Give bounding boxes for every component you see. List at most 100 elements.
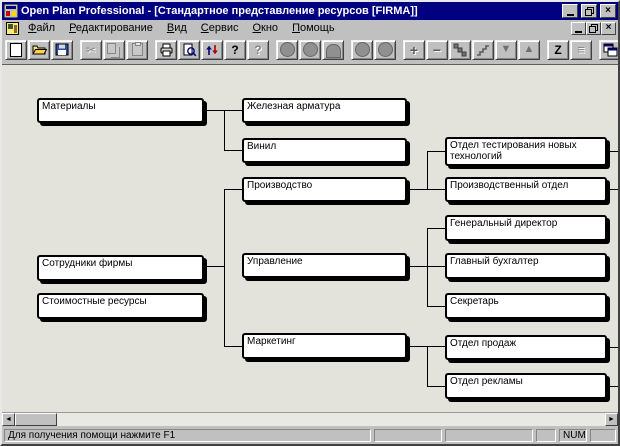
scroll-right-button[interactable]: ► bbox=[605, 413, 618, 426]
node-company-employees[interactable]: Сотрудники фирмы bbox=[37, 255, 204, 281]
list-icon: ≡ bbox=[577, 42, 585, 57]
node-vinyl[interactable]: Винил bbox=[242, 138, 407, 163]
paste-clipboard-icon bbox=[131, 42, 143, 56]
connector-line bbox=[427, 386, 445, 387]
menu-file[interactable]: Файл bbox=[28, 22, 56, 34]
cut-button[interactable]: ✂ bbox=[80, 39, 102, 60]
window-cascade-button[interactable] bbox=[599, 39, 618, 60]
node-production-department[interactable]: Производственный отдел bbox=[445, 177, 607, 202]
child-minimize-button[interactable] bbox=[571, 21, 586, 35]
app-icon bbox=[4, 4, 18, 18]
connector-line bbox=[407, 266, 427, 267]
new-document-icon bbox=[10, 42, 22, 57]
z-order-button[interactable]: Z bbox=[547, 39, 569, 60]
node-label: Стоимостные ресурсы bbox=[42, 296, 147, 307]
menu-help[interactable]: Помощь bbox=[292, 22, 335, 34]
link-nodes-button[interactable] bbox=[449, 39, 471, 60]
node-label: Производственный отдел bbox=[450, 180, 569, 191]
connector-line bbox=[224, 346, 242, 347]
scrollbar-thumb[interactable] bbox=[15, 413, 57, 426]
new-button[interactable] bbox=[5, 39, 27, 60]
paste-button[interactable] bbox=[126, 39, 148, 60]
restore-button[interactable] bbox=[581, 4, 597, 18]
connector-line bbox=[224, 150, 242, 151]
node-testing-department[interactable]: Отдел тестирования новых технологий bbox=[445, 137, 607, 166]
child-close-button[interactable]: × bbox=[601, 21, 616, 35]
collapse-button[interactable]: − bbox=[426, 39, 448, 60]
close-button[interactable]: × bbox=[600, 4, 616, 18]
menu-bar: Файл Редактирование Вид Сервис Окно Помо… bbox=[2, 20, 618, 36]
node-general-director[interactable]: Генеральный директор bbox=[445, 215, 607, 241]
node-materials[interactable]: Материалы bbox=[37, 98, 204, 123]
node-advertising-department[interactable]: Отдел рекламы bbox=[445, 373, 607, 399]
arrow-up-icon: ▲ bbox=[523, 43, 535, 55]
scroll-left-button[interactable]: ◄ bbox=[2, 413, 15, 426]
node-label: Железная арматура bbox=[247, 101, 341, 112]
minimize-button[interactable] bbox=[562, 4, 578, 18]
menu-view[interactable]: Вид bbox=[166, 22, 187, 34]
exchange-button[interactable] bbox=[201, 39, 223, 60]
document-icon bbox=[6, 21, 19, 35]
connector-line bbox=[224, 110, 225, 151]
expand-button[interactable]: + bbox=[403, 39, 425, 60]
connector-line bbox=[204, 110, 242, 111]
help-button[interactable]: ? bbox=[224, 39, 246, 60]
minimize-icon bbox=[566, 13, 574, 16]
connector-line bbox=[427, 151, 445, 152]
scrollbar-track[interactable] bbox=[57, 413, 605, 426]
context-help-icon: ? bbox=[254, 42, 262, 57]
connector-line bbox=[427, 266, 445, 267]
connector-line bbox=[224, 189, 242, 190]
resource-circle-b-button[interactable] bbox=[299, 39, 321, 60]
node-chief-accountant[interactable]: Главный бухгалтер bbox=[445, 253, 607, 279]
help-question-icon: ? bbox=[231, 42, 239, 57]
resource-circle-d-button[interactable] bbox=[374, 39, 396, 60]
circle-icon bbox=[354, 42, 370, 57]
scroll-left-icon: ◄ bbox=[5, 415, 12, 423]
restore-icon bbox=[584, 6, 594, 16]
resource-arch-button[interactable] bbox=[322, 39, 344, 60]
node-label: Секретарь bbox=[450, 296, 499, 307]
menu-edit[interactable]: Редактирование bbox=[69, 22, 153, 34]
connector-line bbox=[427, 346, 445, 347]
horizontal-scrollbar[interactable]: ◄ ► bbox=[2, 412, 618, 426]
node-cost-resources[interactable]: Стоимостные ресурсы bbox=[37, 293, 204, 319]
menu-tools[interactable]: Сервис bbox=[200, 22, 239, 34]
node-label: Отдел продаж bbox=[450, 338, 517, 349]
node-label: Производство bbox=[247, 180, 313, 191]
resource-circle-a-button[interactable] bbox=[276, 39, 298, 60]
copy-button[interactable] bbox=[103, 39, 125, 60]
node-label: Винил bbox=[247, 141, 277, 152]
steps-button[interactable] bbox=[472, 39, 494, 60]
menu-window[interactable]: Окно bbox=[252, 22, 279, 34]
node-secretary[interactable]: Секретарь bbox=[445, 293, 607, 319]
connector-line bbox=[427, 151, 428, 190]
circle-pattern-icon bbox=[302, 42, 318, 57]
list-view-button[interactable]: ≡ bbox=[570, 39, 592, 60]
arrow-down-icon: ▼ bbox=[500, 43, 512, 55]
move-down-button[interactable]: ▼ bbox=[495, 39, 517, 60]
status-num-lock: NUM bbox=[559, 428, 587, 442]
node-marketing[interactable]: Маркетинг bbox=[242, 333, 407, 359]
move-up-button[interactable]: ▲ bbox=[518, 39, 540, 60]
node-production[interactable]: Производство bbox=[242, 177, 407, 202]
print-button[interactable] bbox=[155, 39, 177, 60]
context-help-button[interactable]: ? bbox=[247, 39, 269, 60]
status-panel-empty bbox=[536, 428, 556, 442]
connector-stub-offscreen bbox=[607, 151, 618, 152]
print-preview-button[interactable] bbox=[178, 39, 200, 60]
open-folder-icon bbox=[31, 45, 47, 55]
node-sales-department[interactable]: Отдел продаж bbox=[445, 335, 607, 360]
arch-icon bbox=[325, 43, 341, 58]
node-iron-fittings[interactable]: Железная арматура bbox=[242, 98, 407, 123]
connector-line bbox=[407, 346, 427, 347]
circle-icon bbox=[377, 42, 393, 57]
node-label: Главный бухгалтер bbox=[450, 256, 539, 267]
child-restore-button[interactable] bbox=[586, 21, 601, 35]
save-button[interactable] bbox=[51, 39, 73, 60]
z-icon: Z bbox=[554, 42, 562, 57]
node-management[interactable]: Управление bbox=[242, 253, 407, 278]
resource-circle-c-button[interactable] bbox=[351, 39, 373, 60]
open-button[interactable] bbox=[28, 39, 50, 60]
node-label: Маркетинг bbox=[247, 336, 296, 347]
